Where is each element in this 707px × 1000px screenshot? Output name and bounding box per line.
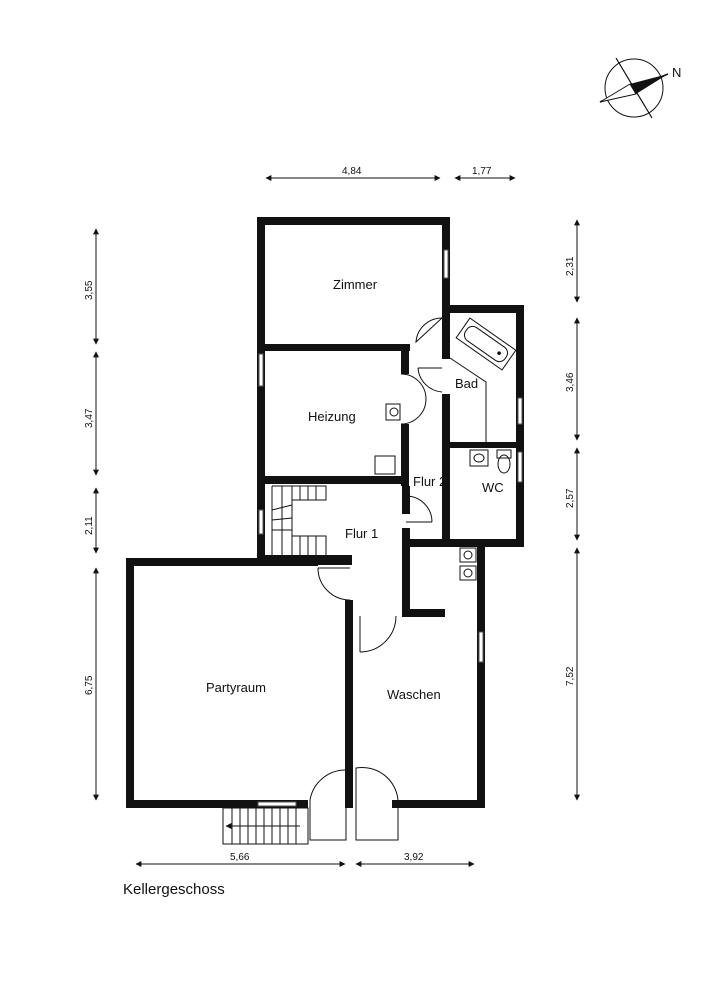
sink-heizung: [385, 403, 401, 421]
dimension-right-2-label: 3,46: [565, 372, 576, 392]
dimension-top-right-label: 1,77: [472, 166, 492, 177]
compass-north-label: N: [672, 65, 681, 80]
dimension-top-right: 1,77: [454, 166, 516, 181]
room-partyraum: Partyraum: [206, 680, 266, 695]
dimension-left-3: 2,11: [84, 487, 99, 554]
bad-partition: [449, 357, 487, 442]
dimension-left-2: 3,47: [84, 351, 99, 476]
dimension-top-left-label: 4,84: [342, 166, 362, 177]
dimension-right-1: 2,31: [565, 219, 580, 303]
room-flur1: Flur 1: [345, 526, 378, 541]
washer-2: [459, 565, 477, 581]
dimension-left-4-label: 6,75: [84, 675, 95, 695]
dimension-right-1-label: 2,31: [565, 256, 576, 276]
sink-wc: [469, 449, 489, 467]
room-flur2: Flur 2: [413, 474, 446, 489]
dimension-right-3-label: 2,57: [565, 488, 576, 508]
dimension-left-4: 6,75: [84, 567, 99, 801]
washer-1: [459, 547, 477, 563]
windows: [257, 249, 523, 807]
plan-title: Kellergeschoss: [123, 881, 225, 898]
dimension-left-3-label: 2,11: [84, 516, 95, 535]
dimension-left-1: 3,55: [84, 228, 99, 345]
dimension-bottom-right-label: 3,92: [404, 852, 424, 863]
dimension-left-1-label: 3,55: [84, 280, 95, 300]
dimension-right-2: 3,46: [565, 317, 580, 441]
walls: [126, 217, 524, 808]
stairs-flur: [271, 485, 327, 556]
doors: [309, 317, 443, 841]
room-heizung: Heizung: [308, 409, 356, 424]
bathtub: [455, 317, 517, 371]
dimension-bottom-left: 5,66: [135, 852, 346, 867]
room-wc: WC: [482, 480, 504, 495]
dimension-bottom-right: 3,92: [355, 852, 475, 867]
dimension-left-2-label: 3,47: [84, 408, 95, 428]
room-bad: Bad: [455, 376, 478, 391]
toilet-wc: [496, 449, 512, 474]
dimension-top-left: 4,84: [265, 166, 441, 181]
chimney: [374, 455, 396, 475]
stairs-outside: [222, 807, 309, 845]
dimension-right-3: 2,57: [565, 447, 580, 541]
room-waschen: Waschen: [387, 687, 441, 702]
dimension-bottom-left-label: 5,66: [230, 852, 250, 863]
dimension-right-4: 7,52: [565, 547, 580, 801]
compass: N: [599, 57, 681, 119]
dimension-right-4-label: 7,52: [565, 666, 576, 686]
room-zimmer: Zimmer: [333, 277, 378, 292]
